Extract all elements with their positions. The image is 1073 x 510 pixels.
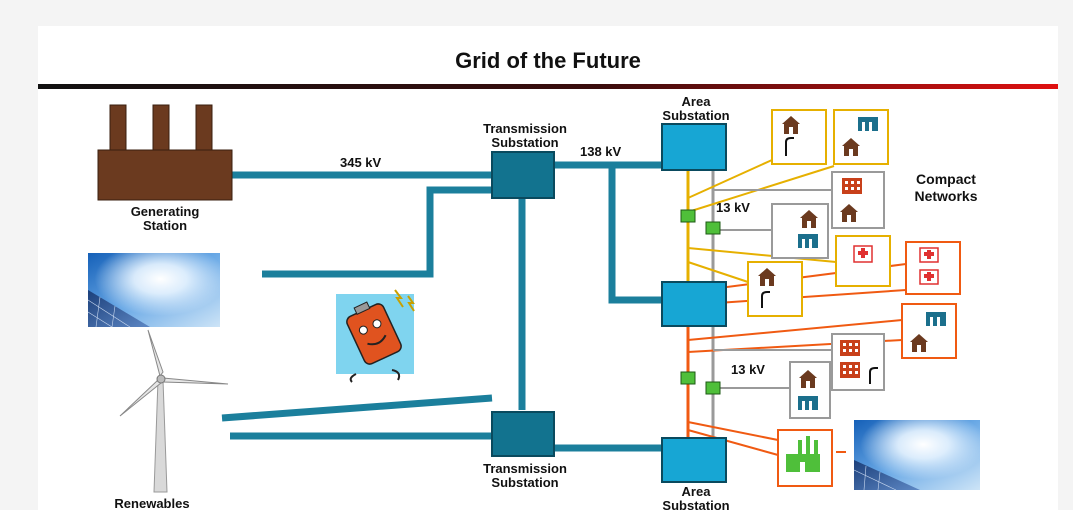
area-substation-top <box>661 123 727 171</box>
switch-icon <box>705 221 721 235</box>
wind-turbine-icon <box>119 329 229 493</box>
transmission-substation-bottom-label-line2: Substation <box>491 475 558 490</box>
switch-icon <box>680 209 696 223</box>
switch-icon <box>705 381 721 395</box>
customer-box <box>833 109 889 165</box>
house-icon <box>782 116 800 134</box>
factory-icon <box>97 104 233 201</box>
area-substation-bottom-label-line1: Area <box>682 484 712 499</box>
solar-panel-icon <box>853 420 980 491</box>
office-building-icon <box>840 362 860 378</box>
renewables-label: Renewables <box>114 496 189 510</box>
office-building-icon <box>926 312 946 326</box>
voltage-label-345kv: 345 kV <box>340 155 382 170</box>
streetlight-icon <box>869 367 878 384</box>
house-icon <box>800 210 818 228</box>
transmission-substation-top <box>491 151 555 199</box>
customer-box <box>771 109 827 165</box>
voltage-label-13kv-bottom: 13 kV <box>731 362 765 377</box>
transmission-lines <box>221 161 662 452</box>
transmission-substation-top-label-line2: Substation <box>491 135 558 150</box>
transmission-substation-bottom-label-line1: Transmission <box>483 461 567 476</box>
grey-feeders-bottom <box>713 349 832 389</box>
office-building-icon <box>798 234 818 248</box>
hospital-icon <box>919 269 939 285</box>
area-substation-bottom-label-line2: Substation <box>662 498 729 510</box>
streetlight-icon <box>785 137 794 156</box>
industrial-plant-icon <box>786 436 820 472</box>
compact-networks-label-line2: Networks <box>914 188 977 204</box>
title-underline <box>38 84 1058 89</box>
generating-station-label-line1: Generating <box>131 204 200 219</box>
customer-box <box>747 261 803 317</box>
house-icon <box>842 138 860 156</box>
streetlight-icon <box>761 291 770 308</box>
voltage-label-13kv-top: 13 kV <box>716 200 750 215</box>
generating-station-label-line2: Station <box>143 218 187 233</box>
battery-mascot-icon <box>336 289 415 383</box>
customer-box <box>771 203 829 259</box>
area-substation-top-label-line1: Area <box>682 94 712 109</box>
office-building-icon <box>798 396 818 410</box>
office-building-icon <box>858 117 878 131</box>
area-substation-top-label-line2: Substation <box>662 108 729 123</box>
hospital-icon <box>919 247 939 263</box>
office-building-icon <box>840 340 860 356</box>
house-icon <box>840 204 858 222</box>
solar-panel-icon <box>87 253 220 328</box>
house-icon <box>758 268 776 286</box>
grey-feeders-top <box>713 189 832 231</box>
house-icon <box>910 334 928 352</box>
switch-icon <box>680 371 696 385</box>
diagram-title: Grid of the Future <box>455 48 641 73</box>
area-substation-bottom <box>661 437 727 483</box>
transmission-substation-bottom <box>491 411 555 457</box>
house-icon <box>799 370 817 388</box>
area-substation-middle <box>661 281 727 327</box>
compact-networks-label-line1: Compact <box>916 171 976 187</box>
office-building-icon <box>842 178 862 194</box>
transmission-substation-top-label-line1: Transmission <box>483 121 567 136</box>
voltage-label-138kv: 138 kV <box>580 144 622 159</box>
hospital-icon <box>853 245 873 263</box>
